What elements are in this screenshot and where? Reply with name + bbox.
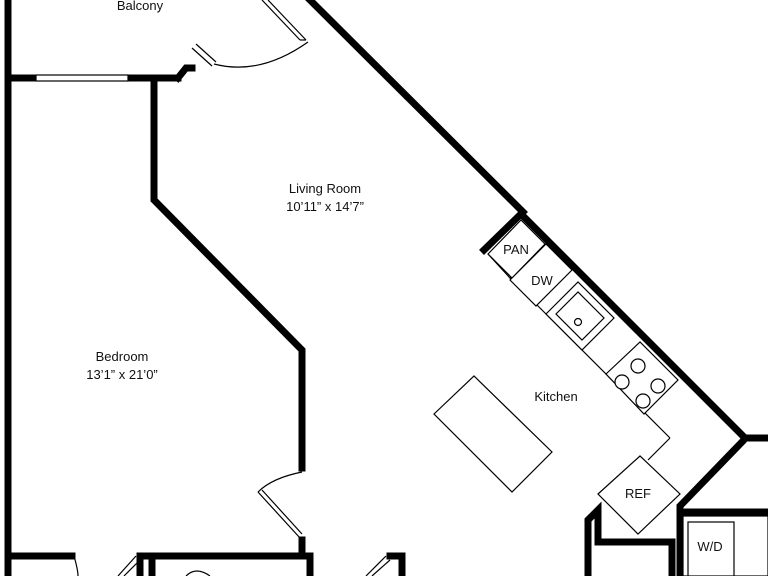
wall-bottom-middle [136, 552, 314, 576]
refrigerator-label: REF [625, 486, 651, 501]
doors [73, 0, 391, 576]
dishwasher-label: DW [531, 273, 553, 288]
balcony-door-leaf-2 [191, 47, 213, 67]
bedroom-door-swing [257, 471, 303, 493]
balcony-slider-b [267, 0, 307, 41]
sink-drain [573, 317, 583, 327]
closet-door-swing [185, 570, 211, 576]
kitchen-counter-end [647, 437, 671, 461]
burner-1 [630, 358, 646, 374]
bedroom-dimensions: 13’1” x 21’0” [86, 367, 158, 382]
fixture-labels: PAN DW REF W/D [503, 242, 723, 554]
burner-4 [635, 393, 651, 409]
bedroom-door-leaf [257, 491, 301, 539]
wall-balcony-door-jamb [173, 64, 196, 83]
room-labels: Balcony Living Room 10’11” x 14’7” Bedro… [86, 0, 577, 404]
right-door-leaf [365, 555, 387, 576]
bath-door-leaf [117, 555, 137, 576]
dishwasher [509, 243, 573, 307]
living-room-dimensions: 10’11” x 14’7” [286, 199, 364, 214]
bath-door-leaf-2 [123, 559, 141, 576]
wall-corner-diag [676, 437, 747, 576]
refrigerator [597, 455, 681, 535]
balcony-label: Balcony [117, 0, 164, 13]
walls [4, 0, 768, 576]
pantry-cabinet [487, 219, 546, 279]
wall-bedroom-partition [150, 80, 306, 472]
balcony-slider-a [261, 0, 301, 41]
burner-2 [614, 374, 630, 390]
wall-bottom-right [386, 552, 406, 576]
range-cooktop [605, 341, 679, 415]
balcony-door-leaf [195, 43, 217, 63]
washer-dryer-label: W/D [697, 539, 722, 554]
windows [35, 74, 129, 82]
wall-laundry [584, 501, 676, 576]
bath-door-swing [73, 555, 79, 576]
kitchen-fixtures [433, 219, 768, 576]
bedroom-door-leaf-2 [261, 489, 303, 535]
sink-basin [555, 291, 605, 341]
wall-kitchen-diagonal [518, 211, 750, 443]
balcony-door-swing [213, 41, 309, 68]
burner-3 [650, 378, 666, 394]
kitchen-label: Kitchen [534, 389, 577, 404]
bedroom-label: Bedroom [96, 349, 149, 364]
balcony-window [35, 74, 129, 82]
pantry-label: PAN [503, 242, 529, 257]
living-room-label: Living Room [289, 181, 361, 196]
washer-dryer [687, 521, 735, 576]
kitchen-island [433, 375, 553, 493]
right-door-leaf-2 [371, 559, 391, 576]
